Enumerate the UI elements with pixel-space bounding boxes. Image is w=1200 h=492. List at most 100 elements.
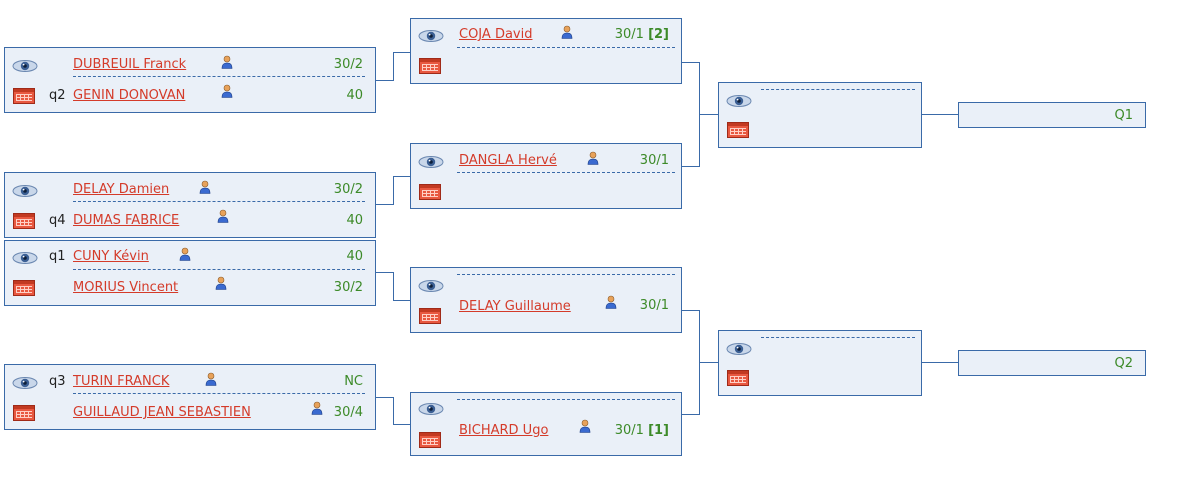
player-row: q2 GENIN DONOVAN 40 (5, 81, 375, 111)
round2-match-3: DELAY Guillaume 30/1 (410, 267, 682, 333)
eye-icon[interactable] (11, 251, 39, 265)
round3-match-2 (718, 330, 922, 396)
calendar-icon[interactable] (13, 405, 35, 421)
player-ranking: 30/1 (639, 298, 669, 313)
player-row (719, 116, 921, 146)
bracket-connector (376, 204, 394, 205)
round1-match-4: q3 TURIN FRANCK NC GUILLAUD JEAN SEBASTI… (4, 364, 376, 430)
user-icon[interactable] (579, 419, 591, 433)
divider (761, 89, 915, 90)
player-ranking: 30/1 (639, 153, 669, 168)
bracket-connector (699, 114, 718, 115)
player-row: q3 TURIN FRANCK NC (5, 367, 375, 397)
player-name-link[interactable]: DUMAS FABRICE (73, 213, 180, 228)
eye-icon[interactable] (11, 184, 39, 198)
player-name-link[interactable]: CUNY Kévin (73, 249, 149, 264)
calendar-icon[interactable] (13, 88, 35, 104)
player-name-link[interactable]: DANGLA Hervé (459, 153, 557, 168)
player-row: DANGLA Hervé 30/1 (411, 146, 681, 176)
player-row (411, 177, 681, 207)
calendar-icon[interactable] (13, 213, 35, 229)
divider (457, 399, 675, 400)
bracket-connector (393, 176, 394, 205)
round3-match-1 (718, 82, 922, 148)
calendar-icon[interactable] (419, 184, 441, 200)
calendar-icon[interactable] (419, 308, 441, 324)
bracket-connector (699, 362, 718, 363)
user-icon[interactable] (311, 401, 323, 415)
divider (73, 269, 365, 270)
seed-badge: [1] (648, 423, 669, 438)
user-icon[interactable] (605, 295, 617, 309)
divider (457, 47, 675, 48)
qualifier-label: q4 (49, 213, 66, 228)
player-row: q1 CUNY Kévin 40 (5, 243, 375, 273)
user-icon[interactable] (179, 247, 191, 261)
calendar-icon[interactable] (13, 280, 35, 296)
player-name-link[interactable]: MORIUS Vincent (73, 280, 179, 295)
player-row: BICHARD Ugo 30/1 [1] (411, 423, 681, 453)
player-name-link[interactable]: TURIN FRANCK (73, 374, 170, 389)
player-ranking: 40 (346, 213, 363, 228)
user-icon[interactable] (561, 25, 573, 39)
divider (73, 393, 365, 394)
divider (761, 337, 915, 338)
calendar-icon[interactable] (727, 122, 749, 138)
player-ranking: 30/2 (333, 280, 363, 295)
player-name-link[interactable]: DUBREUIL Franck (73, 57, 187, 72)
player-row: DELAY Guillaume 30/1 (411, 298, 681, 328)
qualifier-label: q3 (49, 374, 66, 389)
bracket-connector (922, 114, 958, 115)
eye-icon[interactable] (725, 94, 753, 108)
qualifier-label: q1 (49, 249, 66, 264)
player-ranking: 30/2 (333, 57, 363, 72)
player-row (411, 52, 681, 82)
bracket-connector (393, 52, 394, 81)
user-icon[interactable] (205, 372, 217, 386)
player-row: MORIUS Vincent 30/2 (5, 274, 375, 304)
player-name-link[interactable]: GUILLAUD JEAN SEBASTIEN (73, 405, 251, 420)
player-row: GUILLAUD JEAN SEBASTIEN 30/4 (5, 398, 375, 428)
round1-match-1: DUBREUIL Franck 30/2 q2 GENIN DONOVAN 40 (4, 47, 376, 113)
calendar-icon[interactable] (727, 370, 749, 386)
qualifier-slot-q1: Q1 (958, 102, 1146, 128)
user-icon[interactable] (217, 209, 229, 223)
bracket-connector (393, 397, 394, 425)
eye-icon[interactable] (11, 376, 39, 390)
bracket-connector (682, 62, 700, 63)
bracket-connector (393, 424, 410, 425)
bracket-connector (376, 80, 394, 81)
player-ranking: 30/1 [2] (614, 27, 669, 42)
eye-icon[interactable] (725, 342, 753, 356)
divider (457, 274, 675, 275)
bracket-connector (682, 310, 700, 311)
divider (457, 172, 675, 173)
qualifier-label: q2 (49, 88, 66, 103)
user-icon[interactable] (221, 84, 233, 98)
eye-icon[interactable] (11, 59, 39, 73)
calendar-icon[interactable] (419, 432, 441, 448)
divider (73, 76, 365, 77)
eye-icon[interactable] (417, 155, 445, 169)
player-ranking: 30/4 (333, 405, 363, 420)
player-row: DUBREUIL Franck 30/2 (5, 50, 375, 80)
eye-icon[interactable] (417, 402, 445, 416)
player-name-link[interactable]: COJA David (459, 27, 533, 42)
qualifier-slot-q2: Q2 (958, 350, 1146, 376)
seed-badge: [2] (648, 27, 669, 42)
eye-icon[interactable] (417, 29, 445, 43)
user-icon[interactable] (215, 276, 227, 290)
bracket-connector (376, 397, 394, 398)
player-name-link[interactable]: DELAY Guillaume (459, 299, 571, 314)
user-icon[interactable] (199, 180, 211, 194)
player-ranking: 40 (346, 88, 363, 103)
bracket-connector (682, 414, 700, 415)
player-row: COJA David 30/1 [2] (411, 21, 681, 51)
user-icon[interactable] (587, 151, 599, 165)
player-name-link[interactable]: DELAY Damien (73, 182, 170, 197)
user-icon[interactable] (221, 55, 233, 69)
eye-icon[interactable] (417, 279, 445, 293)
player-name-link[interactable]: BICHARD Ugo (459, 423, 549, 438)
player-name-link[interactable]: GENIN DONOVAN (73, 88, 186, 103)
calendar-icon[interactable] (419, 58, 441, 74)
